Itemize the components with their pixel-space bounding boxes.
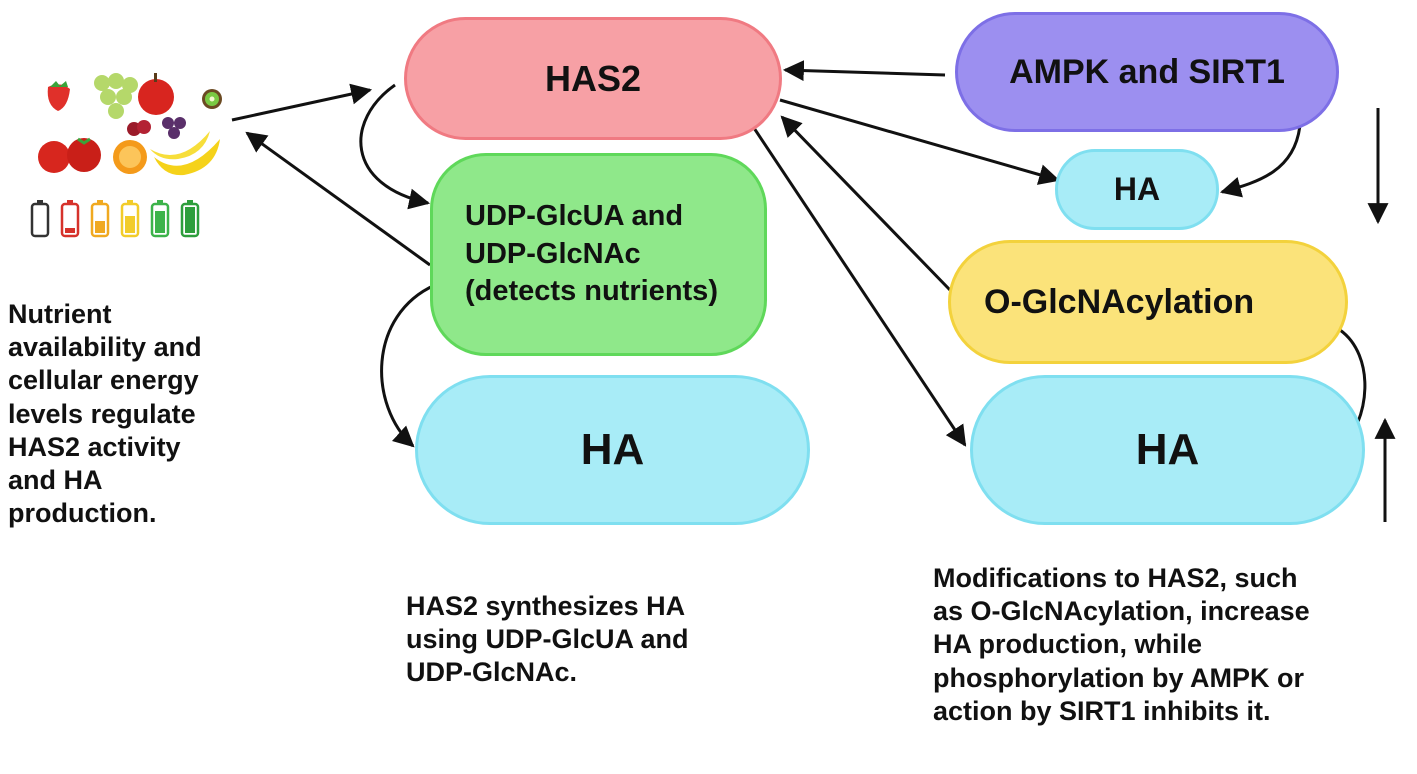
caption-has2-synthesis: HAS2 synthesizes HA using UDP-GlcUA and … (406, 591, 689, 688)
node-udp-substrates: UDP-GlcUA and UDP-GlcNAc (detects nutrie… (430, 153, 767, 356)
arrow-nutrients-to-has2 (231, 83, 373, 122)
node-has2: HAS2 (404, 17, 782, 140)
arrow-ampk-to-has2 (782, 60, 946, 82)
fruit-illustration-icon (30, 73, 222, 238)
node-ampk-sirt1: AMPK and SIRT1 (955, 12, 1339, 132)
arrow-has2-to-udp (359, 83, 431, 210)
caption-modifications: Modifications to HAS2, such as O-GlcNAcy… (933, 563, 1310, 726)
node-ha-center: HA (415, 375, 810, 525)
caption-nutrient-availability: Nutrient availability and cellular energ… (8, 299, 202, 529)
arrow-ampk-to-ha-small (1219, 124, 1302, 198)
node-oglcnacylation: O-GlcNAcylation (948, 240, 1348, 364)
node-ha-right: HA (970, 375, 1365, 525)
arrow-udp-to-nutrients (245, 131, 431, 267)
node-ha-small: HA (1055, 149, 1219, 230)
arrow-oglcnac-to-has2 (780, 115, 952, 292)
arrow-has2-to-ha-right (750, 124, 967, 447)
arrow-has2-to-ha-small (779, 98, 1061, 185)
battery-levels-icon (30, 200, 200, 238)
arrow-udp-to-ha (380, 283, 436, 448)
